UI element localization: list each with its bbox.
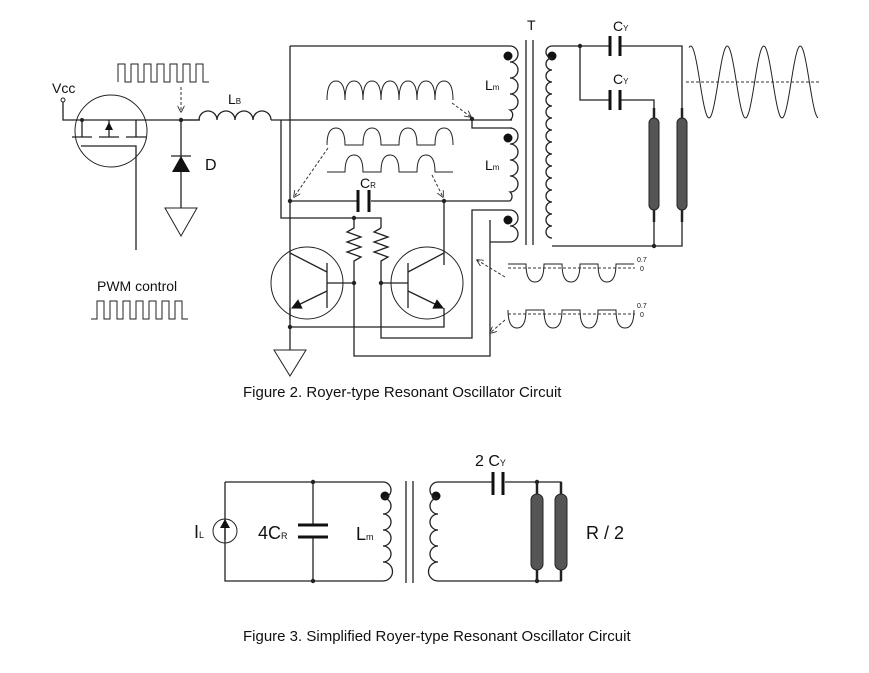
- secondary-inductor: [427, 481, 441, 582]
- transistor-left: [270, 246, 357, 350]
- pwm-control-label: PWM control: [97, 278, 177, 294]
- feedback-winding: [490, 209, 519, 243]
- inductor-lb: LB: [181, 91, 512, 121]
- collector-waveform-1: [326, 127, 454, 146]
- ccfl-lamps: [648, 108, 688, 222]
- primary-voltage-waveform: [326, 80, 454, 101]
- output-sine-waveform: [686, 45, 820, 119]
- svg-text:2 CY: 2 CY: [475, 453, 506, 470]
- svg-text:4CR: 4CR: [258, 523, 288, 543]
- figure-2-caption: Figure 2. Royer-type Resonant Oscillator…: [243, 384, 562, 401]
- svg-text:T: T: [527, 17, 536, 33]
- load-lamps: R / 2: [530, 482, 624, 581]
- capacitor-2cy: 2 CY: [475, 453, 506, 495]
- transistor-right: [378, 209, 490, 339]
- pwm-waveform: [91, 300, 188, 320]
- ground-icon: [164, 207, 198, 238]
- vcc-terminal: Vcc: [52, 80, 82, 121]
- svg-text:LB: LB: [228, 91, 241, 107]
- switch-node-waveform: [117, 63, 209, 83]
- svg-text:Lm: Lm: [356, 524, 374, 544]
- base-waveform-2: 0.7 0: [490, 303, 647, 333]
- svg-text:0.7: 0.7: [637, 257, 647, 264]
- svg-text:Lm: Lm: [485, 157, 500, 173]
- primary-winding-upper: Lm: [485, 45, 519, 121]
- transformer-t: T: [525, 17, 557, 245]
- capacitor-cr: CR: [356, 175, 376, 212]
- diode: D: [164, 120, 217, 238]
- svg-text:IL: IL: [194, 522, 204, 542]
- capacitor-cy-upper: CY: [608, 18, 629, 56]
- figure-2: Vcc PWM control D: [52, 17, 820, 401]
- diode-label: D: [205, 157, 217, 174]
- figure-3-caption: Figure 3. Simplified Royer-type Resonant…: [243, 628, 631, 645]
- svg-text:0.7: 0.7: [637, 303, 647, 310]
- collector-waveform-2: [327, 154, 453, 173]
- current-source: IL: [194, 518, 238, 544]
- capacitor-cy-lower: CY: [608, 71, 629, 110]
- ground-icon: [273, 349, 307, 377]
- svg-text:CY: CY: [613, 71, 629, 87]
- load-label: R / 2: [586, 523, 624, 543]
- svg-text:CR: CR: [360, 175, 376, 191]
- svg-text:Lm: Lm: [485, 77, 500, 93]
- primary-winding-lower: Lm: [485, 127, 519, 202]
- svg-text:CY: CY: [613, 18, 629, 34]
- base-resistor-left: [345, 218, 363, 283]
- capacitor-4cr: 4CR: [258, 482, 328, 581]
- figure-3: IL 4CR Lm 2 CY R / 2 Figure: [194, 453, 631, 645]
- base-waveform-1: 0.7 0: [477, 257, 647, 283]
- svg-text:0: 0: [640, 312, 644, 319]
- base-resistor-right: [372, 227, 390, 283]
- svg-text:0: 0: [640, 266, 644, 273]
- vcc-label: Vcc: [52, 80, 75, 96]
- primary-inductor-lm: Lm: [356, 481, 394, 582]
